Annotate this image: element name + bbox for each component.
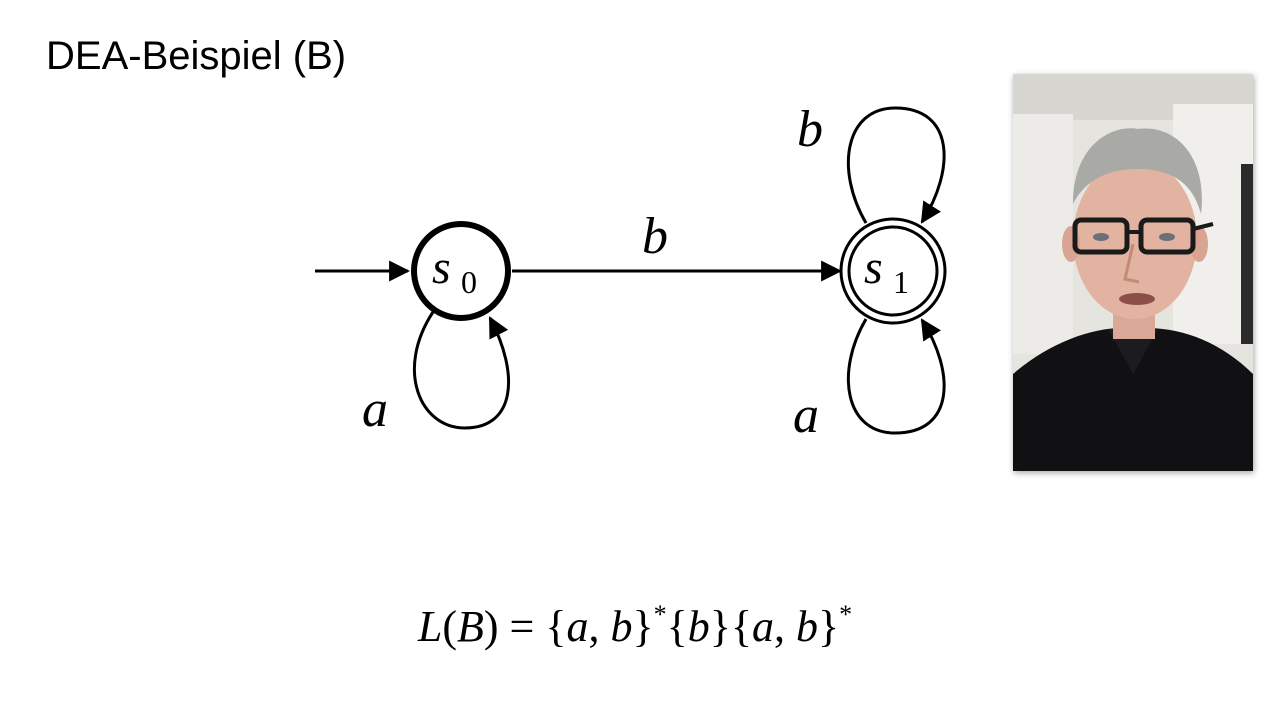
set2-open: { bbox=[666, 602, 688, 651]
presenter-video bbox=[1013, 74, 1253, 471]
loop-s1-bottom bbox=[846, 318, 946, 435]
set3-b: b bbox=[796, 602, 818, 651]
set3-a: a bbox=[752, 602, 774, 651]
formula-rparen: ) bbox=[483, 602, 499, 651]
slide-title: DEA-Beispiel (B) bbox=[46, 34, 347, 78]
set1-open: { bbox=[545, 602, 567, 651]
set3-open: { bbox=[730, 602, 752, 651]
state-s0: s 0 bbox=[411, 221, 511, 321]
loop-s1-top bbox=[846, 106, 946, 224]
set1-close: } bbox=[632, 602, 654, 651]
set1-sep: , bbox=[588, 602, 611, 651]
state-s1-base: s bbox=[864, 241, 883, 294]
formula-fn: L bbox=[417, 602, 443, 651]
set2-b: b bbox=[687, 602, 710, 651]
set3-close: } bbox=[818, 602, 840, 651]
loop-s1-top-label: b bbox=[797, 101, 823, 158]
set1-a: a bbox=[566, 602, 589, 651]
loop-s0-label: a bbox=[362, 381, 388, 438]
formula-lparen: ( bbox=[442, 602, 457, 651]
set1-b: b bbox=[610, 602, 633, 651]
state-s1-sub: 1 bbox=[893, 264, 909, 300]
set3-sep: , bbox=[774, 602, 796, 651]
set2-close: } bbox=[709, 602, 731, 651]
presenter-image bbox=[1013, 74, 1253, 471]
language-formula: L(B) = {a, b}*{b}{a, b}* bbox=[0, 600, 1270, 652]
loop-s1-bottom-label: a bbox=[793, 387, 819, 444]
state-s0-base: s bbox=[432, 241, 451, 294]
star1: * bbox=[653, 600, 667, 629]
star3: * bbox=[839, 600, 853, 629]
state-s1: s 1 bbox=[839, 217, 947, 325]
formula-arg: B bbox=[457, 602, 484, 651]
formula-eq: = bbox=[498, 602, 546, 651]
transition-s0-s1-label: b bbox=[642, 208, 668, 265]
state-s0-sub: 0 bbox=[461, 264, 477, 300]
loop-s0 bbox=[412, 311, 511, 430]
